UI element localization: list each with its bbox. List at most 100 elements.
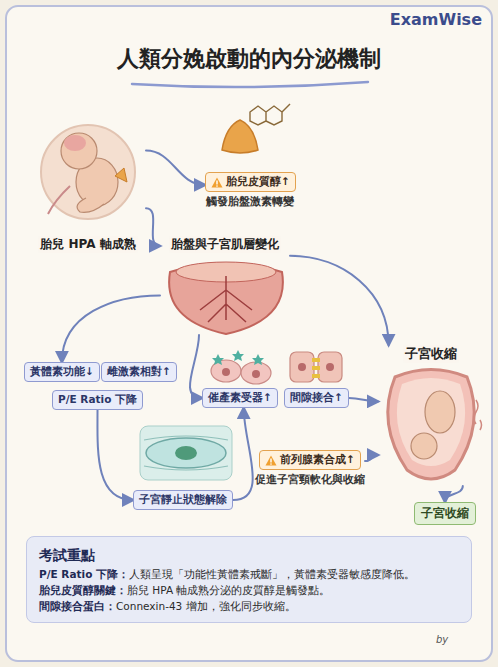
flow-arrow	[190, 335, 202, 398]
gap-junction-cells	[290, 352, 314, 382]
box-note: 觸發胎盤激素轉變	[206, 195, 294, 209]
uterus-illustration	[425, 391, 455, 433]
process-box: P/E Ratio 下降	[52, 390, 143, 410]
flow-arrow	[146, 208, 160, 246]
panel-row: P/E Ratio 下降：人類呈現「功能性黃體素戒斷」，黃體素受器敏感度降低。	[39, 566, 459, 582]
key-term: P/E Ratio 下降：	[39, 568, 129, 580]
smooth-muscle-cell	[146, 438, 226, 468]
receptor-cells	[222, 368, 230, 376]
process-box: 前列腺素合成↑ 促進子宮頸軟化與收縮	[255, 450, 365, 487]
uterus-illustration	[474, 400, 482, 430]
warning-icon	[270, 463, 271, 464]
key-points-panel: 考試重點 P/E Ratio 下降：人類呈現「功能性黃體素戒斷」，黃體素受器敏感度…	[26, 536, 472, 623]
gap-junction-cells	[312, 358, 320, 362]
fetus-illustration	[77, 198, 104, 212]
key-term: 間隙接合蛋白：	[39, 600, 116, 612]
flow-arrow	[97, 410, 133, 500]
panel-row: 考試重點	[39, 545, 459, 566]
gap-junction-cells	[312, 374, 320, 378]
receptor-cells	[241, 362, 271, 384]
adrenal-icon	[222, 104, 290, 153]
warning-icon	[270, 458, 271, 462]
receptor-cells	[252, 354, 264, 365]
warning-icon	[265, 455, 277, 466]
warning-icon	[212, 177, 223, 187]
receptor-cells	[211, 350, 271, 384]
figure-region: 胎兒 HPA 軸成熟	[30, 125, 146, 253]
box-label: 前列腺素合成↑	[280, 453, 355, 467]
title-underline	[132, 82, 368, 87]
warning-icon	[266, 455, 277, 465]
page-frame	[6, 6, 492, 661]
gap-junction-cells	[318, 352, 342, 382]
key-note: Connexin-43 增加，強化同步收縮。	[116, 600, 296, 612]
fetus-illustration	[41, 125, 135, 219]
box-label: 間隙接合↑	[290, 391, 343, 405]
panel-heading: 考試重點	[39, 547, 95, 563]
adrenal-icon	[222, 120, 258, 153]
gap-junction-cells	[312, 366, 320, 370]
smooth-muscle-cell	[140, 426, 232, 480]
gap-junction-cells	[326, 363, 334, 371]
placenta-illustration	[169, 263, 283, 334]
box-frame: 催產素受器↑	[202, 388, 278, 408]
process-box: 黃體素功能↓	[24, 362, 100, 382]
fetus-illustration	[61, 133, 97, 169]
box-label: 催產素受器↑	[208, 391, 272, 405]
adrenal-icon	[282, 104, 290, 112]
region-label: 胎兒 HPA 軸成熟	[38, 236, 137, 253]
region-label: 胎盤與子宮肌層變化	[169, 236, 281, 253]
uterus-illustration	[397, 378, 465, 466]
process-box: 胎兒皮質醇↑ 觸發胎盤激素轉變	[205, 172, 296, 209]
gap-junction-cells	[298, 363, 306, 371]
box-label: 胎兒皮質醇↑	[226, 175, 290, 189]
uterus-illustration	[388, 370, 482, 480]
fetus-illustration	[41, 125, 135, 219]
process-box: 子宮靜止狀態解除	[133, 490, 233, 510]
box-frame: 間隙接合↑	[284, 388, 349, 408]
smooth-muscle-cell	[140, 426, 232, 480]
key-note: 人類呈現「功能性黃體素戒斷」，黃體素受器敏感度降低。	[129, 568, 415, 580]
receptor-cells	[212, 354, 224, 365]
signature-label: by	[436, 634, 448, 645]
smooth-muscle-cell	[144, 436, 228, 470]
box-frame: 雌激素相對↑	[101, 362, 177, 382]
placenta-illustration	[169, 262, 283, 334]
box-note: 促進子宮頸軟化與收縮	[255, 473, 365, 487]
warning-icon	[216, 180, 217, 184]
flow-arrow	[349, 398, 378, 401]
brand-label: ExamWise	[390, 10, 482, 29]
uterus-illustration	[388, 370, 474, 480]
box-frame: 子宮收縮	[414, 502, 476, 525]
process-box: 子宮收縮	[414, 502, 476, 525]
receptor-cells	[232, 350, 244, 361]
process-box: 雌激素相對↑	[101, 362, 177, 382]
flow-arrow	[445, 486, 463, 502]
warning-icon	[216, 185, 217, 186]
adrenal-icon	[250, 106, 282, 125]
figure-region: 子宮收縮	[378, 345, 484, 486]
flow-arrow	[233, 408, 253, 500]
fetus-illustration	[115, 168, 127, 182]
flow-arrow	[62, 295, 160, 362]
box-label: 子宮收縮	[421, 506, 469, 521]
flow-arrow	[365, 455, 378, 461]
panel-row: 胎兒皮質醇關鍵：胎兒 HPA 軸成熟分泌的皮質醇是觸發點。	[39, 582, 459, 598]
box-frame: 子宮靜止狀態解除	[133, 490, 233, 510]
key-term: 胎兒皮質醇關鍵：	[39, 584, 127, 596]
panel-row: 間隙接合蛋白：Connexin-43 增加，強化同步收縮。	[39, 598, 459, 614]
process-box: 間隙接合↑	[284, 388, 349, 408]
gap-junction-cells	[290, 352, 342, 382]
fetus-illustration	[48, 186, 70, 214]
box-label: 黃體素功能↓	[30, 365, 94, 379]
box-label: 子宮靜止狀態解除	[139, 493, 227, 507]
box-label: P/E Ratio 下降	[58, 393, 137, 407]
box-frame: 胎兒皮質醇↑	[205, 172, 296, 192]
placenta-illustration	[200, 276, 252, 322]
flow-arrow	[290, 256, 389, 345]
receptor-cells	[252, 370, 260, 378]
fetus-illustration	[64, 135, 86, 151]
smooth-muscle-cell	[175, 446, 197, 460]
box-frame: 黃體素功能↓	[24, 362, 100, 382]
